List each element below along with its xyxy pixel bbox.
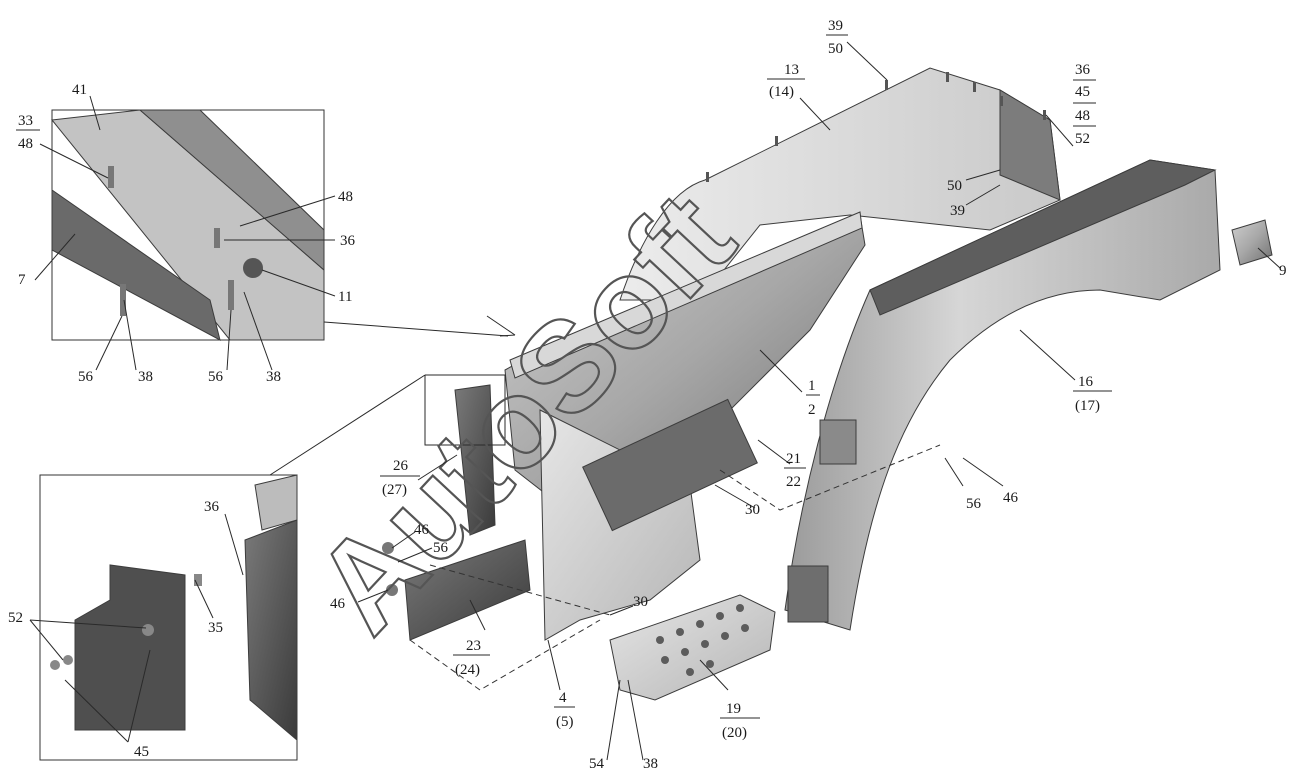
inset-arrow-head xyxy=(486,315,516,336)
callout-35: 35 xyxy=(208,620,223,636)
callout-39: 39 xyxy=(950,203,965,219)
dash-line-c xyxy=(429,564,611,616)
inset-arrow-line xyxy=(323,321,509,337)
callout-56-b: 56 xyxy=(433,540,449,556)
zoom-line-top xyxy=(269,374,426,476)
nut-46-b xyxy=(386,584,398,596)
callout-19-20-top: 19 xyxy=(726,701,741,717)
callout-46-b: 46 xyxy=(414,522,430,538)
callout-4-5-bottom: (5) xyxy=(556,714,574,730)
callout-46-a: 46 xyxy=(1003,490,1019,506)
callout-38-inset-a: 38 xyxy=(138,369,153,385)
part-fender-top xyxy=(869,159,1217,316)
part-bracket-26 xyxy=(454,384,496,536)
callout-36: 36 xyxy=(1075,62,1091,78)
callout-33-48-top: 33 xyxy=(18,113,33,129)
callout-48-inset: 48 xyxy=(338,189,353,205)
callout-30-a: 30 xyxy=(745,502,760,518)
inset-top-left-content xyxy=(51,109,325,341)
callout-50: 50 xyxy=(947,178,962,194)
callout-52-right: 52 xyxy=(1075,131,1090,147)
part-fender-tab-upper xyxy=(819,419,857,465)
callout-45: 45 xyxy=(1075,84,1090,100)
callout-21-22-top: 21 xyxy=(786,451,801,467)
callout-52: 52 xyxy=(8,610,23,626)
callout-38-step: 38 xyxy=(643,756,658,772)
callout-30-b: 30 xyxy=(633,594,648,610)
callout-21-22-bottom: 22 xyxy=(786,474,801,490)
callout-26-27-bottom: (27) xyxy=(382,482,407,498)
callout-46-c: 46 xyxy=(330,596,346,612)
callout-23-24-bottom: (24) xyxy=(455,662,480,678)
callout-41: 41 xyxy=(72,82,87,98)
callout-33-48-bottom: 48 xyxy=(18,136,33,152)
callout-4-5-top: 4 xyxy=(559,690,567,706)
callout-38-inset-b: 38 xyxy=(266,369,281,385)
callout-45-inset: 45 xyxy=(134,744,149,760)
callout-39-50-bottom: 50 xyxy=(828,41,843,57)
callout-1-2-top: 1 xyxy=(808,378,816,394)
leader-lines xyxy=(29,41,1281,761)
callout-39-50-top: 39 xyxy=(828,18,843,34)
callout-56-inset-b: 56 xyxy=(208,369,224,385)
callout-19-20-bottom: (20) xyxy=(722,725,747,741)
callout-36-inset: 36 xyxy=(340,233,356,249)
dash-line-b xyxy=(409,619,601,691)
callout-9: 9 xyxy=(1279,263,1287,279)
part-bracket-23 xyxy=(404,539,531,641)
callout-16-17-top: 16 xyxy=(1078,374,1094,390)
callout-48-right: 48 xyxy=(1075,108,1090,124)
part-fender-tab-lower xyxy=(787,565,829,623)
callout-13-14-top: 13 xyxy=(784,62,799,78)
callout-56-a: 56 xyxy=(966,496,982,512)
callout-54: 54 xyxy=(589,756,605,772)
callout-23-24-top: 23 xyxy=(466,638,481,654)
nut-46-a xyxy=(382,542,394,554)
part-step xyxy=(609,594,776,701)
part-front-panel-rim xyxy=(509,211,863,379)
callout-labels: 39 50 13 (14) 36 45 48 52 50 39 9 41 33 … xyxy=(8,18,1287,772)
callout-56-inset-a: 56 xyxy=(78,369,94,385)
inset-bottom-left-content xyxy=(50,474,298,742)
dash-line-a xyxy=(719,444,941,511)
part-top-cover xyxy=(619,67,1061,301)
part-fender xyxy=(784,159,1221,631)
callout-1-2-bottom: 2 xyxy=(808,402,816,418)
zoom-frame xyxy=(424,374,506,446)
callout-11: 11 xyxy=(338,289,352,305)
callout-13-14-bottom: (14) xyxy=(769,84,794,100)
callout-36-inset-lower: 36 xyxy=(204,499,220,515)
callout-26-27-top: 26 xyxy=(393,458,409,474)
bolts-top xyxy=(706,72,1046,182)
callout-7: 7 xyxy=(18,272,26,288)
part-clip-9 xyxy=(1231,219,1273,266)
callout-16-17-bottom: (17) xyxy=(1075,398,1100,414)
step-holes xyxy=(656,604,749,676)
part-bracket-21 xyxy=(582,398,758,532)
